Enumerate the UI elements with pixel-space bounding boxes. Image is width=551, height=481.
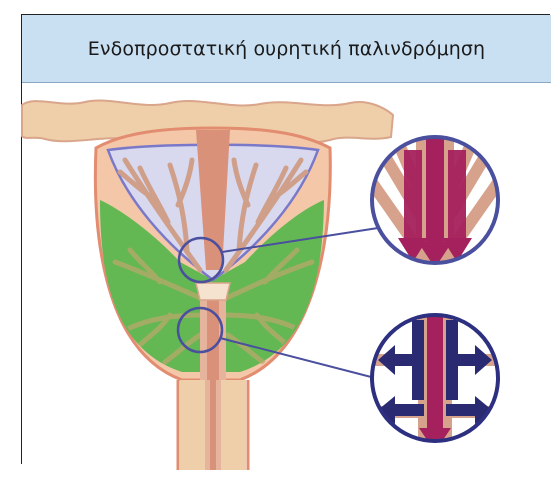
magnified-view-flow	[370, 130, 500, 270]
magnified-view-reflux	[365, 312, 505, 452]
arrow-down-icon	[398, 135, 472, 268]
verumontanum	[196, 283, 230, 300]
